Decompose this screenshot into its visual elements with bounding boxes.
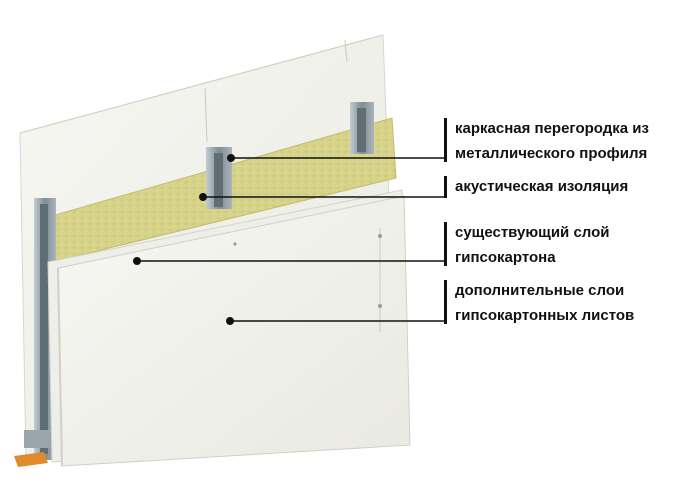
drywall-seam — [19, 34, 384, 134]
callout-marker-additional-drywall — [444, 280, 447, 324]
metal-stud-right — [350, 102, 374, 154]
leader-dot-insulation — [199, 193, 207, 201]
leader-dot-frame — [227, 154, 235, 162]
callout-frame-label: каркасная перегородка из металлического … — [455, 116, 649, 166]
callout-insulation-line-1: акустическая изоляция — [455, 178, 629, 195]
metal-bottom-track — [24, 430, 52, 448]
callout-frame-line-2: металлического профиля — [455, 145, 648, 162]
leader-dot-existing-drywall — [133, 257, 141, 265]
drywall-sheet-edge — [57, 267, 63, 467]
callout-existing-drywall-label: существующий слой гипсокартона — [455, 220, 610, 270]
drywall-seam — [344, 39, 348, 63]
callout-insulation-label: акустическая изоляция — [455, 174, 628, 199]
callout-existing-drywall-line-2: гипсокартона — [455, 249, 556, 266]
drywall-seam — [204, 87, 208, 143]
leader-lines — [133, 154, 444, 325]
callout-marker-existing-drywall — [444, 222, 447, 266]
callout-additional-drywall-line-1: дополнительные слои — [455, 282, 625, 299]
callout-existing-drywall-line-1: существующий слой — [455, 224, 610, 241]
callout-additional-drywall-label: дополнительные слои гипсокартонных листо… — [455, 278, 634, 328]
base-strip — [14, 452, 48, 467]
callout-frame-line-1: каркасная перегородка из — [455, 120, 649, 137]
callout-marker-frame — [444, 118, 447, 162]
callout-additional-drywall-line-2: гипсокартонных листов — [455, 307, 635, 324]
screw-markers — [233, 228, 382, 332]
callout-marker-insulation — [444, 176, 447, 198]
leader-dot-additional-drywall — [226, 317, 234, 325]
